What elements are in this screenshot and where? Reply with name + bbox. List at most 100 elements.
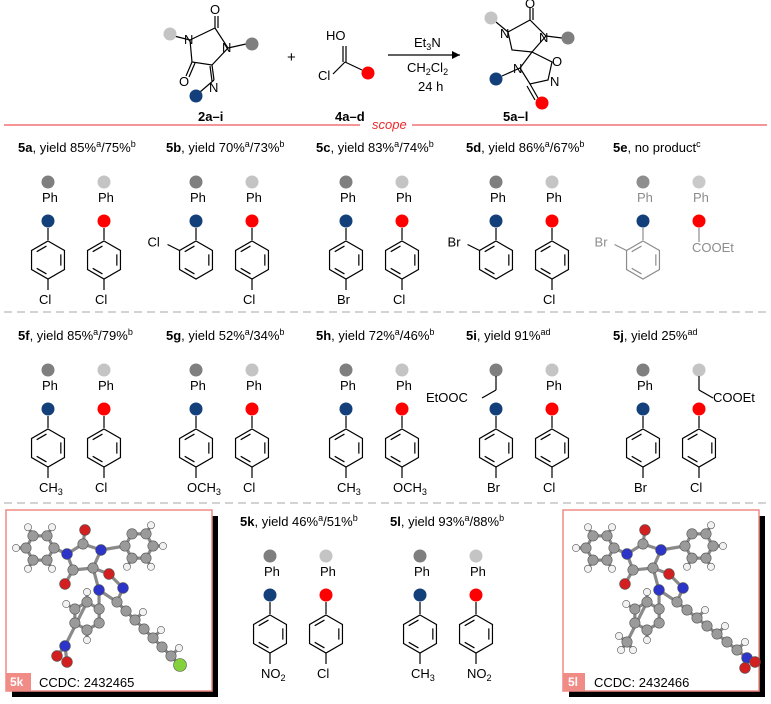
entry-title-5c: 5c, yield 83%a/74%b <box>316 139 434 155</box>
top-substituent-1-5e: Ph <box>637 190 653 205</box>
crystal-atom-c <box>601 554 613 566</box>
crystal-atom-c <box>587 554 599 566</box>
p-light-dot <box>484 11 498 25</box>
crystal-atom-c <box>627 564 639 576</box>
ester-substituent-5e: COOEt <box>692 240 734 255</box>
top-substituent-1-5j: Ph <box>637 378 653 393</box>
crystal-atom-c <box>637 538 649 550</box>
product-o-ring: O <box>552 54 562 69</box>
crystal-atom-c <box>653 603 665 615</box>
crystal-atom-n <box>655 544 667 556</box>
dark-gray-dot-5k <box>263 549 277 563</box>
crystal-atom-c <box>69 617 81 629</box>
crystal-atom-h <box>701 606 709 614</box>
red-dot-5d <box>545 214 559 228</box>
ortho-substituent-5d: Br <box>448 235 462 250</box>
crystal-atom-o <box>749 656 761 668</box>
crystal-atom-h <box>719 542 727 550</box>
entry-title-5d: 5d, yield 86%a/67%b <box>466 139 584 155</box>
crystal-atom-o <box>79 524 91 536</box>
top-substituent-1-5d: Ph <box>490 190 506 205</box>
crystal-atom-c <box>77 538 89 550</box>
crystal-atom-c <box>69 603 81 615</box>
r4-red-dot <box>361 66 375 80</box>
top-substituent-2-5d: Ph <box>546 190 562 205</box>
para-substituent-1-5j: Br <box>634 480 648 495</box>
crystal-atom-h <box>643 588 651 596</box>
para-substituent-2-5g: Cl <box>243 480 255 495</box>
crystal-atom-c <box>165 650 177 662</box>
crystal-atom-c <box>129 614 141 626</box>
hydantoin-n-imine: N <box>209 80 218 95</box>
crystal-atom-h <box>683 562 691 571</box>
para-substituent-1-5f: CH3 <box>39 480 63 497</box>
dark-gray-dot-5b <box>189 175 203 189</box>
crystal-atom-c <box>138 623 150 635</box>
blue-dot-5d <box>489 214 503 228</box>
ccdc-5l: CCDC: 2432466 <box>594 675 689 690</box>
red-dot-5a <box>97 214 111 228</box>
para-substituent-2-5j: Cl <box>690 480 702 495</box>
top-substituent-1-5l: Ph <box>414 564 430 579</box>
blue-dot-5j <box>636 402 650 416</box>
dark-gray-dot-5c <box>339 175 353 189</box>
crystal-atom-c <box>81 596 93 608</box>
crystal-atom-c <box>156 641 168 653</box>
dark-gray-dot-5l <box>413 549 427 563</box>
top-substituent-1-5a: Ph <box>42 190 58 205</box>
crystal-tag-bg-5k <box>6 673 31 691</box>
crystal-atom-h <box>707 562 715 571</box>
p-red-dot <box>535 96 549 110</box>
crystal-atom-o <box>663 568 675 580</box>
crystal-atom-h <box>617 646 625 654</box>
crystal-atom-c <box>647 562 659 574</box>
para-substituent-1-5h: CH3 <box>337 480 361 497</box>
crystal-atom-h <box>584 523 592 532</box>
crystal-atom-h <box>721 622 729 630</box>
p-blue-dot <box>489 72 503 86</box>
light-gray-dot-5a <box>97 175 111 189</box>
scope-label: scope <box>372 117 407 132</box>
red-dot-5b <box>245 214 259 228</box>
crystal-atom-c <box>629 617 641 629</box>
crystal-atom-c <box>126 528 138 540</box>
crystal-atom-c <box>126 552 138 564</box>
product-o-top: O <box>525 0 535 11</box>
crystal-atom-c <box>67 564 79 576</box>
blue-dot-5h <box>339 402 353 416</box>
para-substituent-2-5f: Cl <box>95 480 107 495</box>
light-gray-dot-5l <box>469 549 483 563</box>
entry-title-5j: 5j, yield 25%ad <box>613 327 697 343</box>
crystal-atom-h <box>147 562 155 571</box>
blue-dot-5c <box>339 214 353 228</box>
light-gray-dot-5f <box>97 363 111 377</box>
hydantoin-o-top: O <box>210 2 220 17</box>
reagent-label-4: 4a–d <box>335 109 365 124</box>
dark-gray-dot-5g <box>189 363 203 377</box>
crystal-atom-o <box>61 656 73 668</box>
crystal-atom-c <box>81 624 93 636</box>
crystal-atom-c <box>621 636 633 648</box>
light-gray-dot-5k <box>319 549 333 563</box>
hydantoin-o-bottom: O <box>179 74 189 89</box>
para-substituent-2-5k: Cl <box>317 666 329 681</box>
entry-title-5i: 5i, yield 91%ad <box>466 327 550 343</box>
dark-gray-dot-5f <box>41 363 55 377</box>
condition-time: 24 h <box>418 79 443 94</box>
r1-light-dot <box>163 27 177 41</box>
para-substituent-2-5l: NO2 <box>467 666 492 683</box>
arrow-head <box>452 51 460 59</box>
entry-title-5k: 5k, yield 46%a/51%b <box>240 513 358 529</box>
crystal-atom-h <box>608 523 616 532</box>
crystal-atom-n <box>59 640 71 652</box>
crystal-atom-c <box>679 540 691 552</box>
red-dot-5i <box>545 402 559 416</box>
para-substituent-2-5a: Cl <box>95 292 107 307</box>
crystal-atom-o <box>639 524 651 536</box>
crystal-atom-o <box>619 578 631 590</box>
crystal-atom-n <box>621 548 633 560</box>
